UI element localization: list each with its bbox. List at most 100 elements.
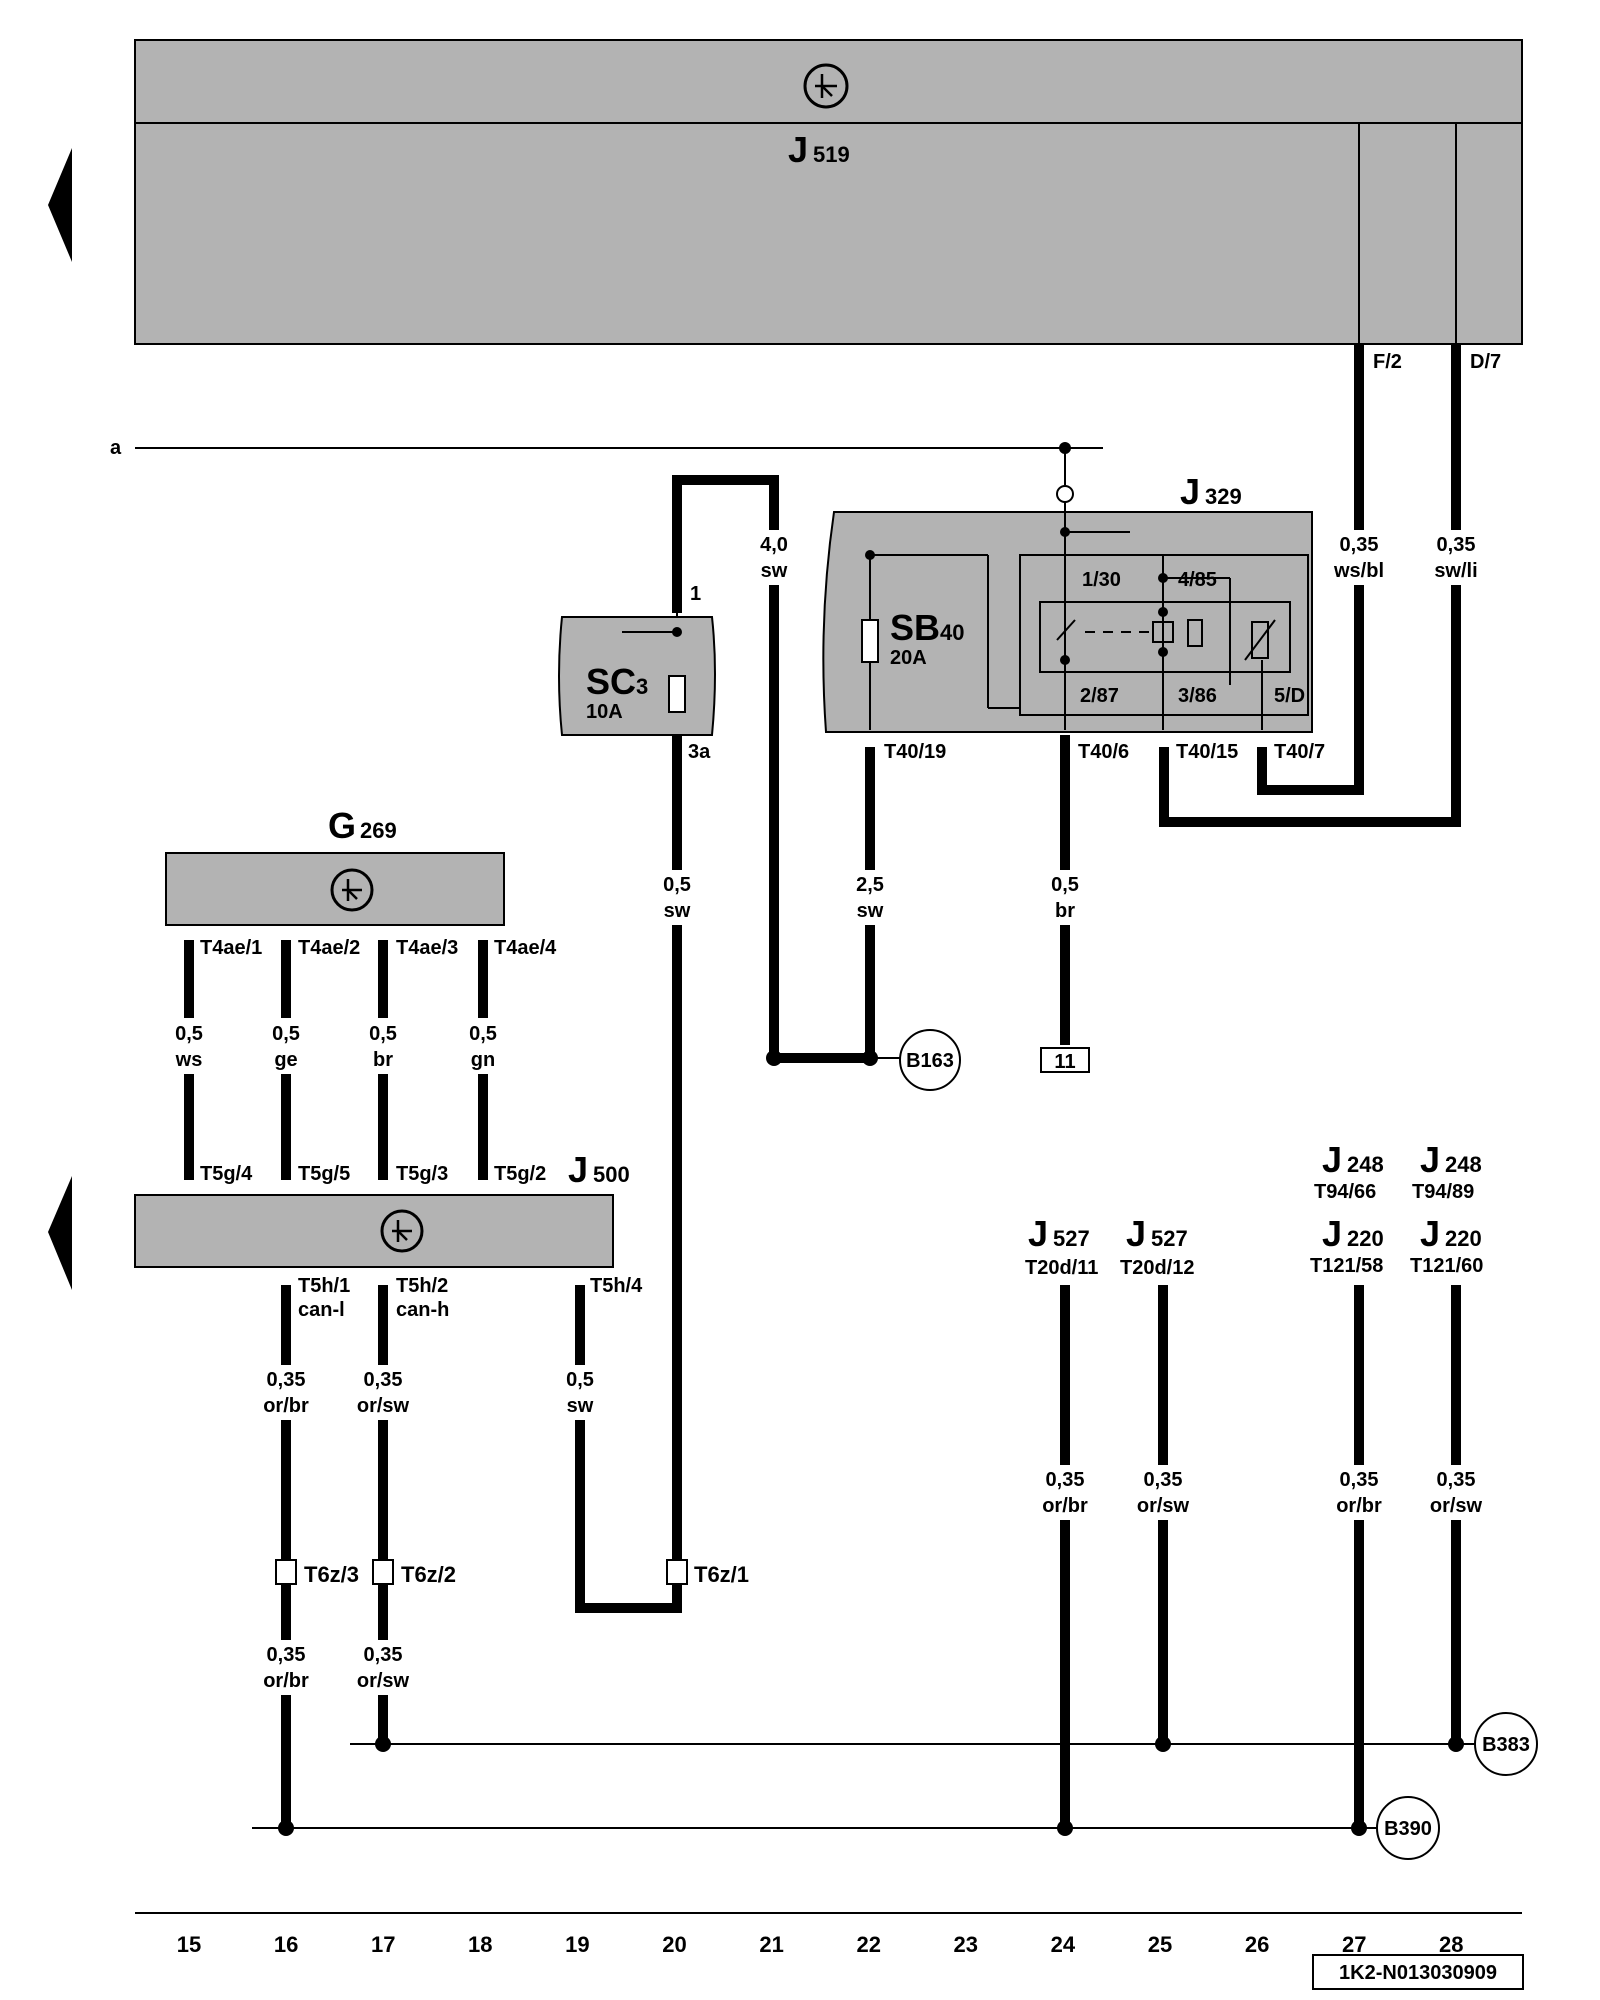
column-number: 19 [565,1932,589,1957]
wire-color-w3: sw [761,560,788,582]
column-number: 27 [1342,1932,1366,1957]
pin-f2: F/2 [1373,351,1402,373]
pin-t5h-4: T5h/4 [590,1275,643,1297]
pin-t4ae-3: T4ae/3 [396,937,458,959]
pin-sc3-3a: 3a [688,741,711,763]
wire-color-w2: sw/li [1434,560,1477,582]
column-number: 16 [274,1932,298,1957]
wire-size-w9: 0,5 [369,1023,397,1045]
j248-a-sub: 248 [1347,1152,1384,1177]
j527-b-sub: 527 [1151,1226,1188,1251]
j527-a-label: J [1028,1213,1048,1254]
control-unit-icon [803,63,849,109]
j220-a-sub: 220 [1347,1226,1384,1251]
j500-module: J 500 [134,1149,630,1268]
j329-label-sub: 329 [1205,484,1242,509]
wire-color-w4: sw [664,900,691,922]
sc3-label: SC [586,661,636,702]
wire-size-w3: 4,0 [760,534,788,556]
sc3-rating: 10A [586,701,623,723]
j248-b-label: J [1420,1139,1440,1180]
j329-label: J [1180,471,1200,512]
wire-color-w5: sw [857,900,884,922]
sb40-rating: 20A [890,647,927,669]
pin-t5h-2-can-h: can-h [396,1299,449,1321]
column-number: 21 [759,1932,783,1957]
pin-t5g-3: T5g/3 [396,1163,448,1185]
j220-b-sub: 220 [1445,1226,1482,1251]
label-a: a [110,437,122,459]
wire-color-w11: or/br [263,1395,309,1417]
column-number: 28 [1439,1932,1463,1957]
j220-b-label: J [1420,1213,1440,1254]
pin-t5h-1: T5h/1 [298,1275,350,1297]
j248-a-pin: T94/66 [1314,1181,1376,1203]
wire-size-w11: 0,35 [267,1369,306,1391]
ground-b390: B390 [1384,1818,1432,1840]
column-number: 24 [1051,1932,1076,1957]
wire-color-w19: or/sw [1137,1495,1190,1517]
wire-color-w12: or/sw [357,1395,410,1417]
wire-color-w18: or/br [1042,1495,1088,1517]
wire-color-w14: or/br [263,1670,309,1692]
j248-b-pin: T94/89 [1412,1181,1474,1203]
ref-box [1040,1047,1090,1073]
wire-color-w6: br [1055,900,1075,922]
ref-box-label: 11 [1054,1051,1075,1073]
sc3-label-sub: 3 [636,674,648,699]
pin-2-87: 2/87 [1080,685,1119,707]
left-arrow-icon[interactable] [48,148,72,262]
ground-b163: B163 [906,1050,954,1072]
column-number: 17 [371,1932,395,1957]
g269-module: G 269 [165,805,505,926]
control-unit-icon [330,868,374,912]
wire-size-w20: 0,35 [1340,1469,1379,1491]
j519-label: J [788,129,808,170]
column-number: 26 [1245,1932,1269,1957]
j220-a-label: J [1322,1213,1342,1254]
wire-size-w8: 0,5 [272,1023,300,1045]
j519-label-sub: 519 [813,142,850,167]
pin-t40-15: T40/15 [1176,741,1238,763]
wire-size-w2: 0,35 [1437,534,1476,556]
j519-module: J 519 [134,39,1523,345]
j527-j248-j220-connections [1041,1285,1480,1836]
sb40-label-sub: 40 [940,620,964,645]
wire-size-w13: 0,5 [566,1369,594,1391]
column-number: 18 [468,1932,492,1957]
column-number: 23 [954,1932,978,1957]
j248-a-label: J [1322,1139,1342,1180]
j220-a-pin: T121/58 [1310,1255,1383,1277]
left-arrow-icon-lower[interactable] [48,1176,72,1290]
pin-t40-19: T40/19 [884,741,946,763]
wire-size-w12: 0,35 [364,1369,403,1391]
wire-color-w15: or/sw [357,1670,410,1692]
j500-label-sub: 500 [593,1162,630,1187]
sb40-label: SB [890,607,940,648]
wire-size-w1: 0,35 [1340,534,1379,556]
wire-color-w13: sw [567,1395,594,1417]
pin-t4ae-4: T4ae/4 [494,937,557,959]
wire-color-w8: ge [274,1049,297,1071]
j500-label: J [568,1149,588,1190]
j527-a-sub: 527 [1053,1226,1090,1251]
diagram-id-box [1312,1954,1524,1990]
pin-t6z-1: T6z/1 [694,1562,749,1587]
j220-b-pin: T121/60 [1410,1255,1483,1277]
wire-color-w1: ws/bl [1333,560,1384,582]
diagram-id: 1K2-N013030909 [1339,1962,1497,1984]
wire-size-w5: 2,5 [856,874,884,896]
pin-t4ae-2: T4ae/2 [298,937,360,959]
control-unit-icon [380,1209,424,1253]
pin-t5g-5: T5g/5 [298,1163,350,1185]
j527-a-pin: T20d/11 [1025,1257,1098,1279]
column-number: 25 [1148,1932,1172,1957]
wire-color-w21: or/sw [1430,1495,1483,1517]
j527-b-pin: T20d/12 [1120,1257,1194,1279]
ground-b383: B383 [1482,1734,1530,1756]
j527-b-label: J [1126,1213,1146,1254]
wire-size-w15: 0,35 [364,1644,403,1666]
wire-color-w7: ws [175,1049,203,1071]
